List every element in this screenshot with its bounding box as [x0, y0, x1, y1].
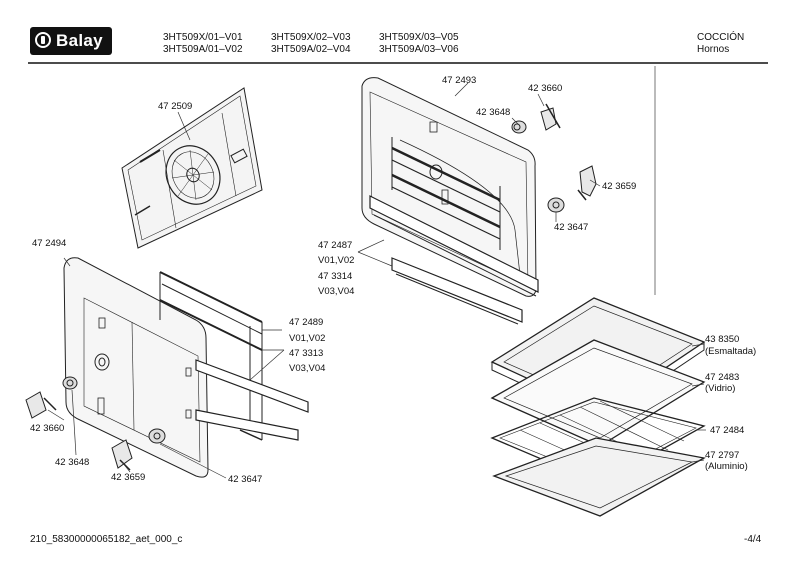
variant-label: V01,V02 [318, 255, 355, 266]
model-code: 3HT509A/01–V02 [163, 44, 243, 55]
rear-fan-panel [121, 87, 263, 249]
knob-423647-top [547, 197, 565, 213]
page-number: -4/4 [744, 534, 762, 545]
clip-423660-top [540, 103, 561, 131]
knob-423647-left [148, 428, 166, 444]
right-side-wall [361, 77, 539, 325]
brand-logo: Balay [30, 27, 112, 55]
model-code: 3HT509X/03–V05 [379, 32, 459, 43]
model-code: 3HT509X/02–V03 [271, 32, 351, 43]
part-label: 42 3660 [528, 83, 563, 94]
part-label: 47 2487 [318, 240, 353, 251]
part-label: 47 2484 [710, 425, 745, 436]
model-code: 3HT509A/02–V04 [271, 44, 351, 55]
part-label: 42 3648 [476, 107, 511, 118]
model-code: 3HT509X/01–V01 [163, 32, 243, 43]
variant-label: V01,V02 [289, 333, 326, 344]
model-column-1: 3HT509X/01–V01 3HT509A/01–V02 [163, 32, 243, 56]
part-label: 43 8350 [705, 334, 740, 345]
part-label: 47 3313 [289, 348, 324, 359]
subcategory: Hornos [697, 44, 730, 55]
part-label: 47 2509 [158, 101, 193, 112]
part-label: 42 3659 [602, 181, 637, 192]
document-code: 210_58300000065182_aet_000_c [30, 534, 183, 545]
part-label: 47 2489 [289, 317, 324, 328]
leader-lines [47, 82, 706, 479]
bracket-423659-top [577, 165, 597, 201]
clip-423660-left [25, 391, 57, 419]
aluminium-tray [492, 437, 706, 517]
part-label: 47 2797 [705, 450, 740, 461]
part-label: 47 3314 [318, 271, 353, 282]
part-label: 47 2493 [442, 75, 477, 86]
part-label: 47 2494 [32, 238, 67, 249]
part-label: 42 3647 [228, 474, 263, 485]
part-label: 42 3660 [30, 423, 65, 434]
variant-label: V03,V04 [289, 363, 326, 374]
category: COCCIÓN [697, 32, 745, 43]
part-label: 42 3647 [554, 222, 589, 233]
model-code: 3HT509A/03–V06 [379, 44, 459, 55]
category-block: COCCIÓN Hornos [697, 32, 744, 56]
brand-name: Balay [56, 31, 103, 50]
left-side-wall [63, 257, 309, 478]
part-description: (Vidrio) [705, 383, 736, 394]
power-icon [35, 32, 51, 48]
part-label: 42 3659 [111, 472, 146, 483]
knob-423648-left [62, 376, 78, 390]
model-column-3: 3HT509X/03–V05 3HT509A/03–V06 [379, 32, 459, 56]
bracket-423659-left [111, 439, 133, 471]
model-column-2: 3HT509X/02–V03 3HT509A/02–V04 [271, 32, 351, 56]
knob-423648-top [511, 120, 527, 134]
part-label: 47 2483 [705, 372, 740, 383]
glass-tray [490, 339, 706, 447]
part-label: 42 3648 [55, 457, 90, 468]
part-description: (Esmaltada) [705, 346, 757, 357]
part-description: (Aluminio) [705, 461, 748, 472]
variant-label: V03,V04 [318, 286, 355, 297]
